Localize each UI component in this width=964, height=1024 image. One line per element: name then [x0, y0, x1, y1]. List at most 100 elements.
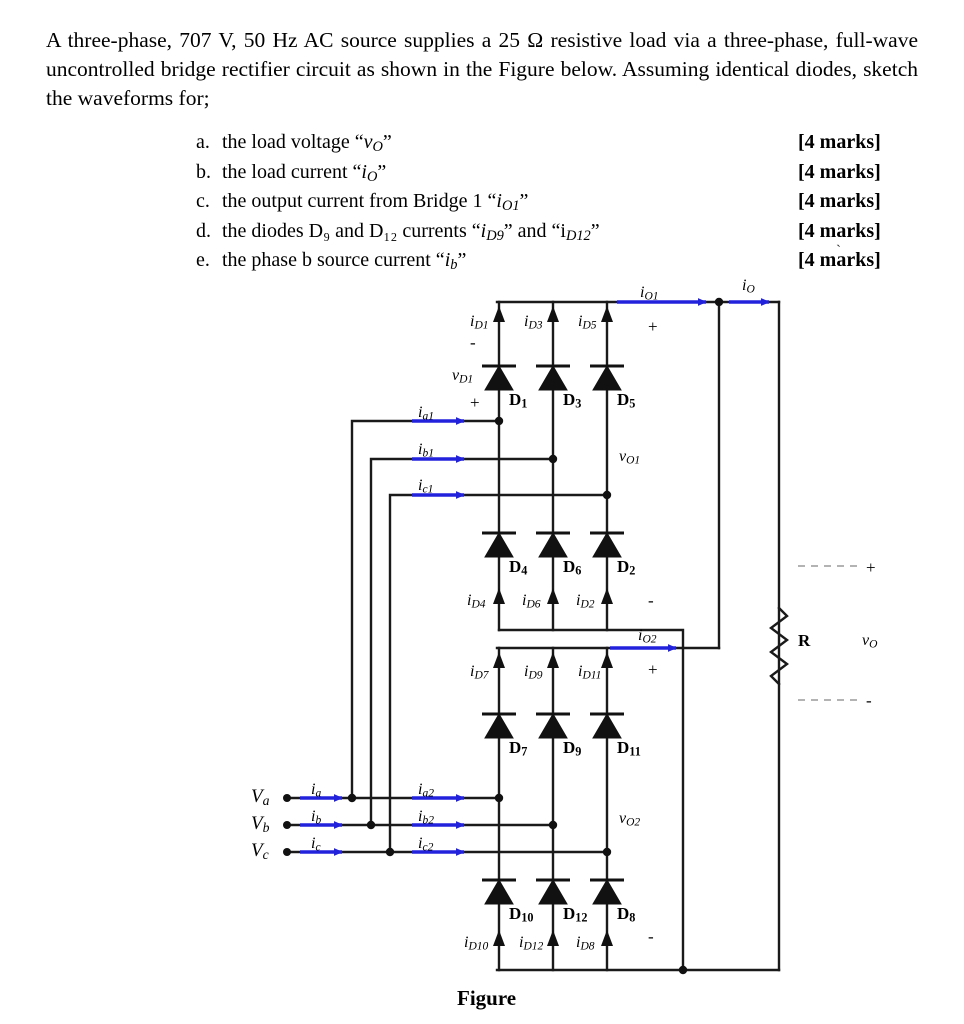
label-D4: D4	[509, 557, 528, 578]
item-symbol-c: i	[496, 190, 502, 213]
item-body-c: the output current from Bridge 1 “iO1”	[222, 187, 798, 217]
marks-e: [4 marks]	[798, 249, 881, 272]
dot-b1	[548, 454, 558, 464]
diode-D9	[536, 712, 570, 739]
diode-D7	[482, 712, 516, 739]
marks-d: [4 marks]	[798, 219, 881, 242]
label-ia: ia	[311, 781, 322, 800]
item-subscript-e: b	[450, 257, 458, 274]
label-D1: D1	[509, 390, 528, 411]
label-iD10: iD10	[464, 934, 489, 953]
dot-c1	[602, 490, 612, 500]
diode-D2	[590, 531, 624, 558]
label-D12: D12	[563, 904, 588, 925]
dot-top-load	[714, 297, 724, 307]
arrow-iD10	[493, 930, 505, 946]
label-Vb: Vb	[251, 813, 270, 835]
label-iD6: iD6	[522, 592, 541, 611]
arrow-iD5	[601, 306, 613, 322]
diode-D5	[590, 364, 624, 391]
label-vD1-minus: -	[470, 333, 476, 352]
subquestion-list: a. the load voltage “vO” [4 marks] b. th…	[196, 128, 918, 276]
label-vO-minus: -	[866, 691, 872, 710]
diode-D1	[482, 364, 516, 391]
label-iO1: iO1	[640, 284, 659, 303]
list-item: c. the output current from Bridge 1 “iO1…	[196, 187, 918, 217]
arrow-iD1	[493, 306, 505, 322]
label-ic: ic	[311, 835, 321, 854]
marks-c: [4 marks]	[798, 190, 881, 213]
dot-a1	[494, 416, 504, 426]
label-iD1: iD1	[470, 313, 489, 332]
diode-D6	[536, 531, 570, 558]
label-vO: vO	[862, 632, 878, 651]
item-text-a: the load voltage “	[222, 131, 364, 153]
label-D6: D6	[563, 557, 582, 578]
item-symbol-d: i	[480, 219, 487, 242]
load-resistor-zigzag	[769, 606, 789, 686]
item-text-b: the load current “	[222, 160, 362, 183]
label-bridge1-plus: +	[648, 317, 658, 336]
item-text-post-d: ” and “i	[503, 219, 566, 242]
label-D3: D3	[563, 390, 582, 411]
label-ia1: ia1	[418, 404, 434, 423]
label-iD2: iD2	[576, 592, 595, 611]
item-subscript-c: O1	[501, 198, 520, 215]
item-symbol-b: i	[361, 160, 367, 183]
item-subscript-d: D9	[486, 227, 504, 244]
arrow-iD2	[601, 588, 613, 604]
label-R: R	[798, 631, 811, 650]
label-ic1: ic1	[418, 477, 434, 496]
item-body-d: the diodes D₉ and D₁₂ currents “iD9” and…	[222, 217, 798, 247]
arrow-iD8	[601, 930, 613, 946]
label-iD7: iD7	[470, 663, 489, 682]
label-vO-plus: +	[866, 558, 876, 577]
label-iD5: iD5	[578, 313, 597, 332]
stray-mark: `	[836, 243, 841, 259]
label-D2: D2	[617, 557, 636, 578]
label-iD9: iD9	[524, 663, 543, 682]
marks-b: [4 marks]	[798, 160, 881, 183]
label-ia2: ia2	[418, 781, 434, 800]
item-text-end-d: ”	[590, 219, 600, 242]
arrow-iD11	[601, 652, 613, 668]
label-D11: D11	[617, 738, 641, 759]
item-symbol-a: v	[363, 131, 373, 153]
item-subscript-d2: D12	[565, 227, 591, 244]
arrow-iD4	[493, 588, 505, 604]
dot-a2	[494, 793, 504, 803]
label-iD12: iD12	[519, 934, 544, 953]
item-text-d: the diodes D₉ and D₁₂ currents “	[222, 219, 481, 242]
item-text-post-b: ”	[377, 160, 387, 183]
label-D10: D10	[509, 904, 534, 925]
dot-src-a	[347, 793, 357, 803]
terminal-Va	[283, 794, 291, 802]
label-vD1: vD1	[452, 367, 474, 386]
question-paragraph: A three-phase, 707 V, 50 Hz AC source su…	[46, 26, 918, 114]
item-text-post-e: ”	[457, 249, 467, 272]
list-item: d. the diodes D₉ and D₁₂ currents “iD9” …	[196, 217, 918, 247]
arrow-iD12	[547, 930, 559, 946]
label-D5: D5	[617, 390, 636, 411]
question-paragraph-text: A three-phase, 707 V, 50 Hz AC source su…	[46, 28, 918, 111]
label-iD3: iD3	[524, 313, 543, 332]
label-vD1-plus: +	[470, 393, 480, 412]
label-D7: D7	[509, 738, 528, 759]
item-body-a: the load voltage “vO”	[222, 128, 798, 158]
blue-current-arrows	[300, 298, 770, 856]
item-label-d: d.	[196, 219, 211, 242]
junction-dots	[283, 297, 724, 975]
item-body-e: the phase b source current “ib”	[222, 246, 798, 276]
label-ib2: ib2	[418, 808, 434, 827]
dot-b2	[548, 820, 558, 830]
label-D9: D9	[563, 738, 582, 759]
label-vO1: vO1	[619, 448, 641, 467]
item-text-c: the output current from Bridge 1 “	[222, 190, 497, 213]
diode-D10	[482, 878, 516, 905]
item-label-a: a.	[196, 131, 210, 153]
dot-src-b	[366, 820, 376, 830]
label-Va: Va	[251, 786, 270, 808]
diodes-group	[482, 364, 624, 905]
diode-D3	[536, 364, 570, 391]
